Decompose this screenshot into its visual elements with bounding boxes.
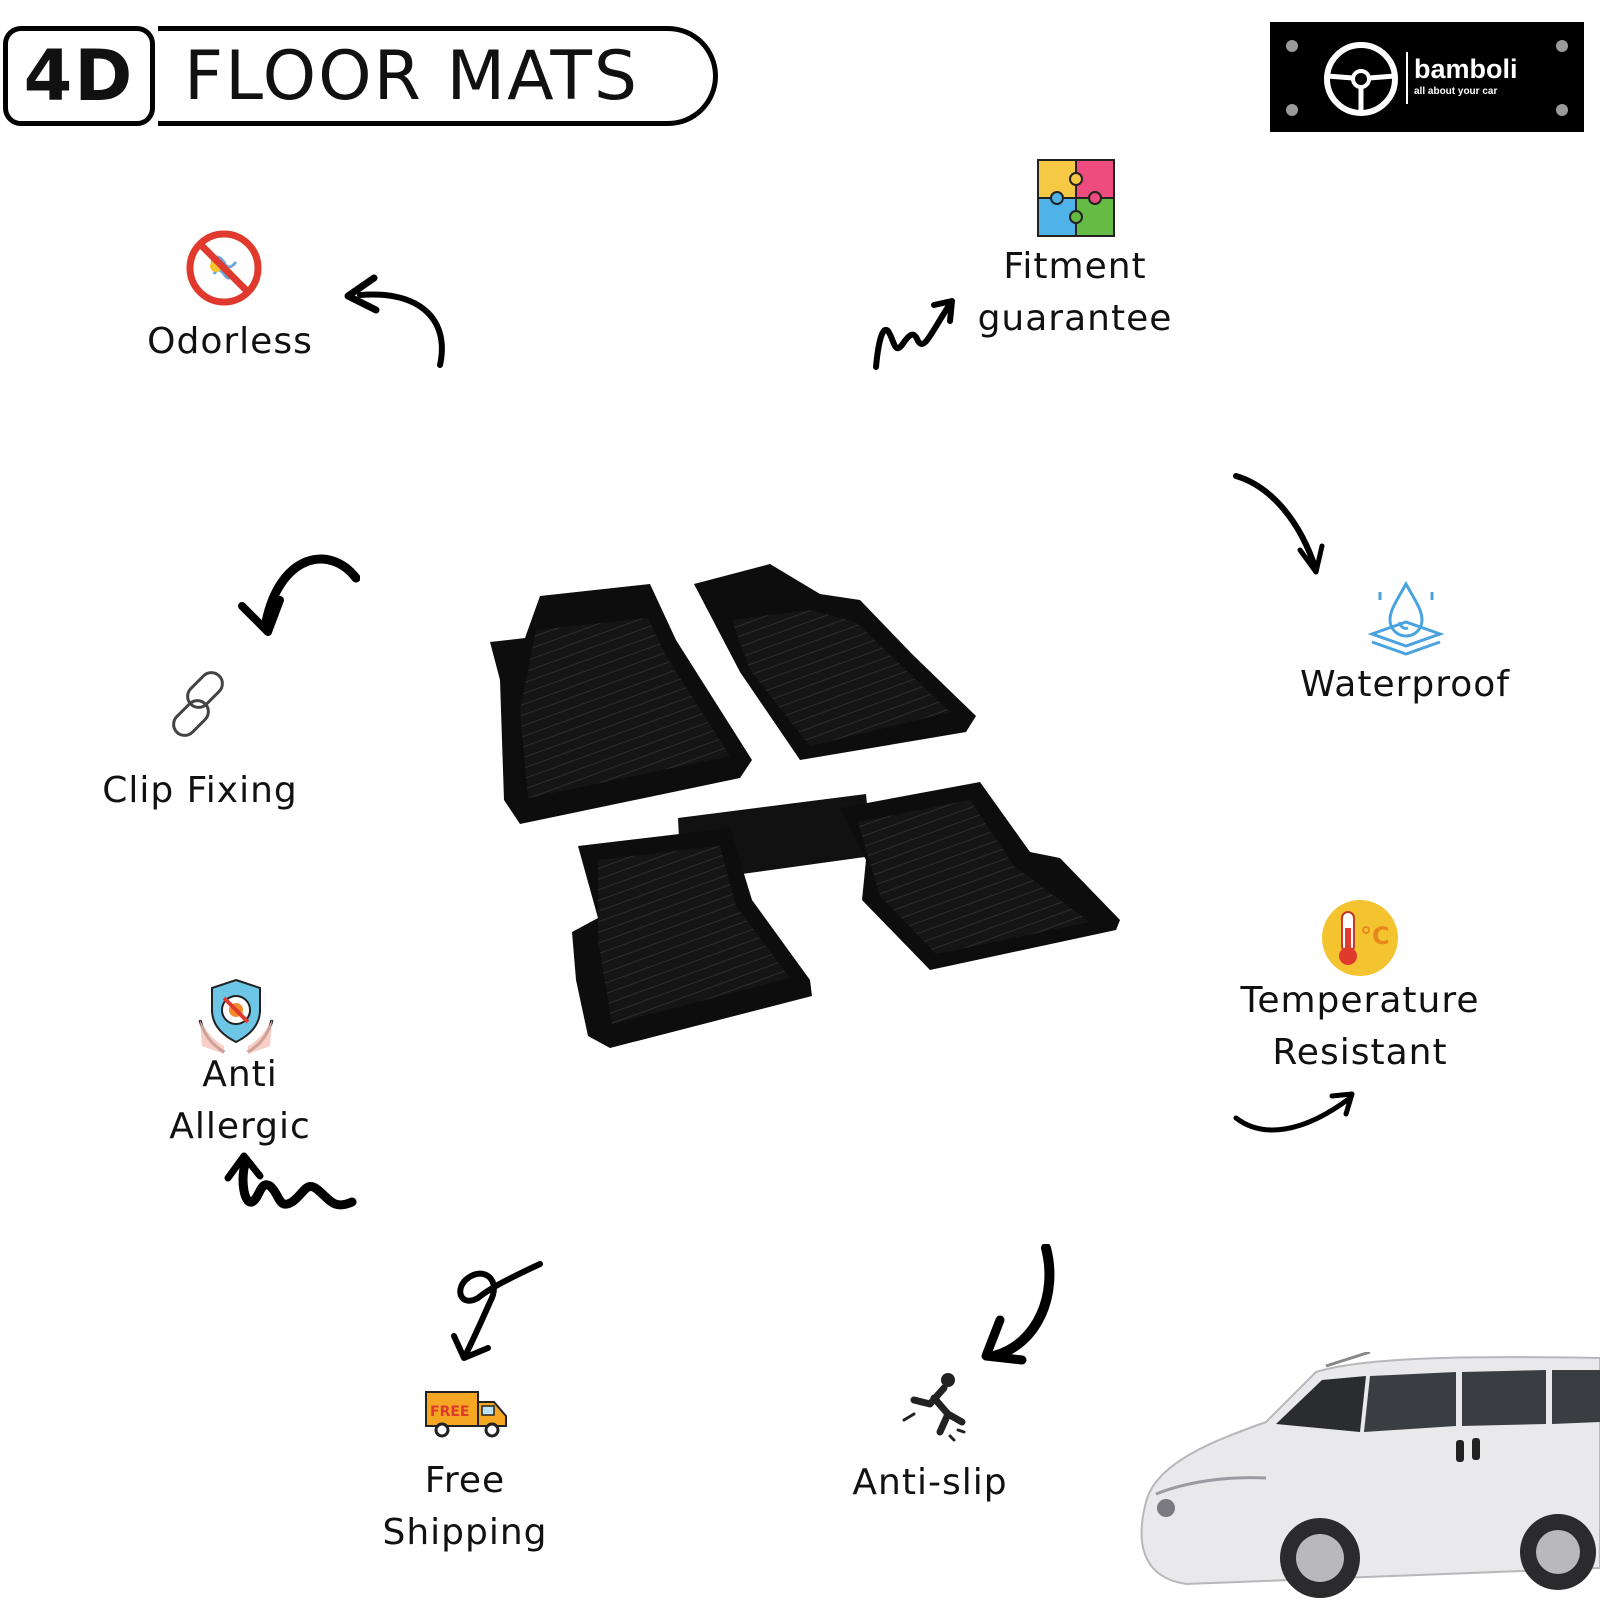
curved-arrow-icon: [1233, 1091, 1355, 1133]
temperature-label-2: Resistant: [1272, 1032, 1448, 1073]
fitment-label-1: Fitment: [1003, 246, 1147, 287]
badge-4d: 4D: [3, 26, 155, 126]
curved-arrow-icon: [238, 554, 360, 636]
thermometer-icon: °C: [1322, 900, 1398, 976]
zigzag-arrow-icon: [873, 298, 955, 370]
loop-arrow-icon: [451, 1261, 543, 1361]
clip-fixing-label: Clip Fixing: [102, 770, 298, 811]
floor-mats-image: [490, 564, 1120, 1048]
slipping-person-icon: [902, 1373, 966, 1442]
waterproof-label: Waterproof: [1299, 664, 1510, 705]
brand-logo: bamboli all about your car: [1270, 22, 1584, 132]
odorless-label: Odorless: [147, 321, 313, 362]
no-smell-icon: [186, 230, 262, 306]
temperature-label-1: Temperature: [1240, 980, 1480, 1021]
wavy-arrow-icon: [224, 1152, 357, 1210]
fitment-label-2: guarantee: [977, 298, 1173, 339]
free-shipping-label-2: Shipping: [382, 1512, 548, 1553]
puzzle-icon: [1037, 159, 1115, 237]
curved-arrow-icon: [1233, 473, 1325, 575]
celsius-unit: °C: [1360, 922, 1390, 950]
steering-wheel-icon: [1324, 42, 1398, 116]
logo-name: bamboli: [1414, 54, 1518, 84]
logo-tagline: all about your car: [1414, 86, 1498, 97]
anti-allergic-label-2: Allergic: [169, 1106, 311, 1147]
page-title: FLOOR MATS: [158, 26, 718, 126]
chain-link-icon: [172, 671, 224, 737]
curved-arrow-icon: [981, 1244, 1055, 1365]
van-image: [1140, 1352, 1600, 1598]
delivery-truck-icon: FREE: [425, 1391, 507, 1438]
water-drop-icon: [1367, 580, 1445, 656]
curved-arrow-icon: [344, 274, 445, 368]
anti-slip-label: Anti-slip: [852, 1462, 1008, 1503]
free-badge: FREE: [430, 1404, 469, 1420]
free-shipping-label-1: Free: [424, 1460, 506, 1501]
anti-allergic-label-1: Anti: [202, 1054, 278, 1095]
hands-shield-icon: [198, 978, 274, 1054]
